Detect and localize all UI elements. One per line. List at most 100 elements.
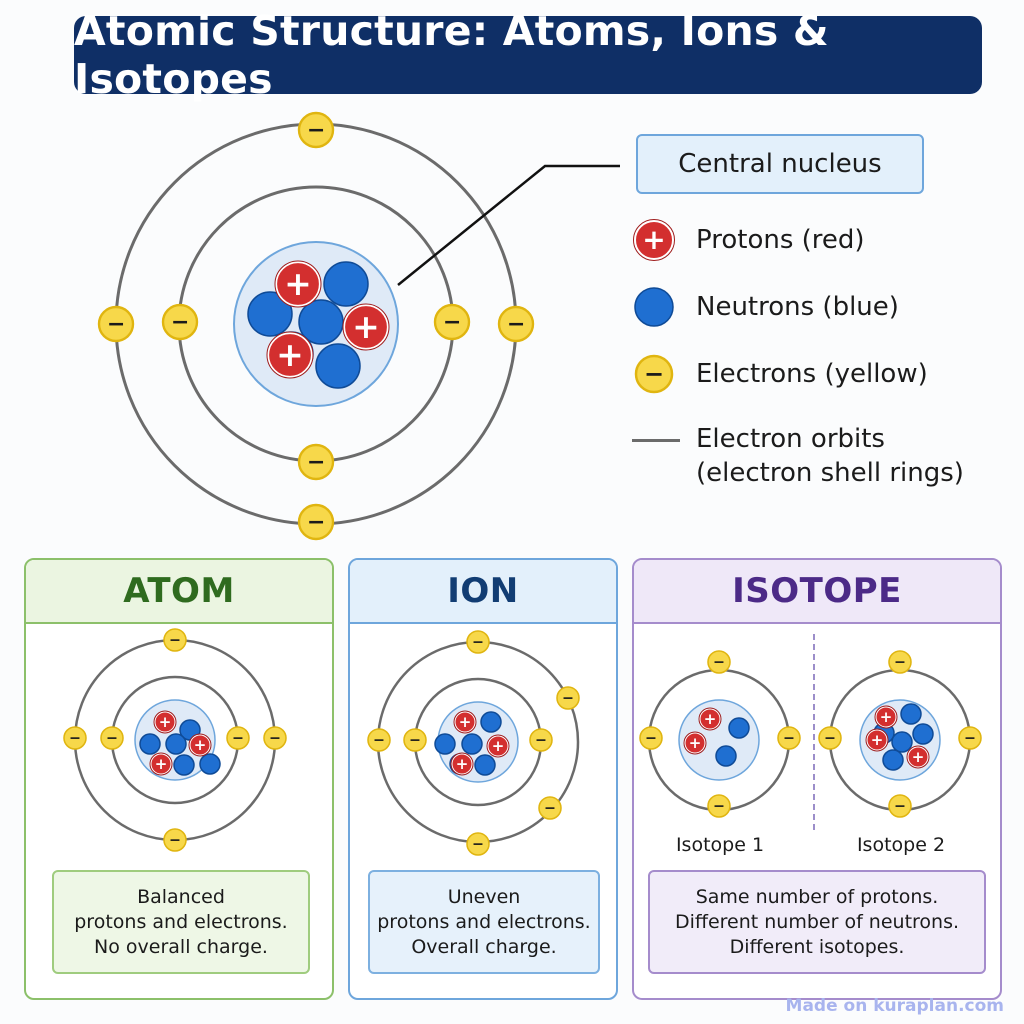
proton-icon: + [865,728,889,752]
neutron-icon [474,754,496,776]
electron-icon: − [163,828,187,852]
ion-caption: Uneven protons and electrons. Overall ch… [368,870,600,974]
electron-icon: − [433,303,471,341]
svg-text:+: + [492,737,505,755]
svg-text:−: − [69,731,81,747]
electron-icon: − [466,630,490,654]
legend-electrons: − Electrons (yellow) [632,352,928,396]
svg-text:−: − [472,635,484,651]
svg-text:+: + [642,223,665,256]
svg-text:−: − [894,799,906,815]
svg-text:+: + [159,713,172,731]
proton-icon: + [188,733,212,757]
svg-text:−: − [964,731,976,747]
isotope-caption-line: Different number of neutrons. [674,910,960,933]
svg-text:−: − [713,655,725,671]
atom-caption: Balanced protons and electrons. No overa… [52,870,310,974]
svg-text:−: − [824,731,836,747]
neutron-icon [715,745,737,767]
svg-text:−: − [107,311,126,337]
neutron-icon [728,717,750,739]
neutron-icon [247,291,293,337]
atom-caption-line: No overall charge. [94,935,268,958]
proton-icon: + [274,260,322,308]
electron-icon: − [639,726,663,750]
ion-caption-line: Uneven [447,885,521,908]
ion-caption-line: Overall charge. [411,935,557,958]
electron-icon: − [263,726,287,750]
ion-heading: ION [350,560,616,624]
neutron-icon [315,343,361,389]
svg-text:+: + [352,307,380,346]
ion-diagram: +++ −−−−−−− [367,630,580,856]
svg-text:−: − [472,837,484,853]
orbit-line-icon [632,439,680,442]
svg-text:−: − [443,309,462,335]
svg-text:+: + [871,731,884,749]
proton-icon: + [266,331,314,379]
svg-text:−: − [409,733,421,749]
electron-icon: − [63,726,87,750]
svg-text:+: + [704,710,717,728]
atom-caption-line: protons and electrons. [74,910,288,933]
isotope-caption-line: Different isotopes. [729,935,905,958]
svg-text:−: − [106,731,118,747]
legend-orbits-label: Electron orbits [696,424,885,454]
svg-text:−: − [645,731,657,747]
svg-text:+: + [194,736,207,754]
svg-text:+: + [912,748,925,766]
proton-icon: + [486,734,510,758]
isotope-diagrams: ++ −−−− +++ −−−− [639,634,982,832]
svg-text:−: − [232,731,244,747]
electron-icon: − [634,354,674,394]
ion-caption-line: protons and electrons. [377,910,591,933]
legend-nucleus-label: Central nucleus [636,134,924,194]
main-atom-diagram: +++ −−−−−−− [97,111,620,541]
electron-icon: − [556,686,580,710]
electron-icon: − [529,728,553,752]
main-electrons: −−−−−−− [97,111,535,541]
atom-electrons: −−−−−− [63,628,287,852]
atom-nucleus-particles: + + + [139,710,221,776]
svg-text:−: − [713,799,725,815]
electron-icon: − [466,832,490,856]
page-title: Atomic Structure: Atoms, Ions & Isotopes [74,7,982,103]
watermark: Made on kuraplan.com [785,996,1004,1016]
neutron-icon [461,733,483,755]
svg-text:−: − [783,731,795,747]
svg-text:−: − [373,733,385,749]
isotope2-label: Isotope 2 [856,834,946,856]
isotope-panel: ISOTOPE ++ −−−− +++ −−−− Isotope 1 Isoto… [632,558,1002,1000]
neutron-icon [912,723,934,745]
legend-electrons-label: Electrons (yellow) [696,359,928,389]
svg-text:+: + [456,755,469,773]
legend-neutrons-label: Neutrons (blue) [696,292,899,322]
svg-text:−: − [169,833,181,849]
svg-text:+: + [689,734,702,752]
electron-icon: − [888,650,912,674]
neutron-icon [434,733,456,755]
neutron-icon [139,733,161,755]
electron-icon: − [297,503,335,541]
electron-icon: − [818,726,842,750]
atom-caption-line: Balanced [137,885,225,908]
svg-text:+: + [276,335,304,374]
svg-text:+: + [155,755,168,773]
main-nucleus-particles: + + + [247,260,390,389]
svg-text:−: − [307,449,326,475]
svg-text:+: + [459,713,472,731]
electron-icon: − [297,443,335,481]
neutron-icon [480,711,502,733]
neutron-icon [891,731,913,753]
svg-text:−: − [307,509,326,535]
neutron-icon [165,733,187,755]
neutron-icon [900,703,922,725]
svg-text:+: + [284,264,312,303]
proton-icon: + [453,710,477,734]
neutron-icon [199,753,221,775]
svg-text:−: − [562,691,574,707]
electron-icon: − [707,650,731,674]
legend-neutrons: Neutrons (blue) [632,285,899,329]
isotope2-electrons: − − − − [818,650,982,818]
electron-icon: − [403,728,427,752]
